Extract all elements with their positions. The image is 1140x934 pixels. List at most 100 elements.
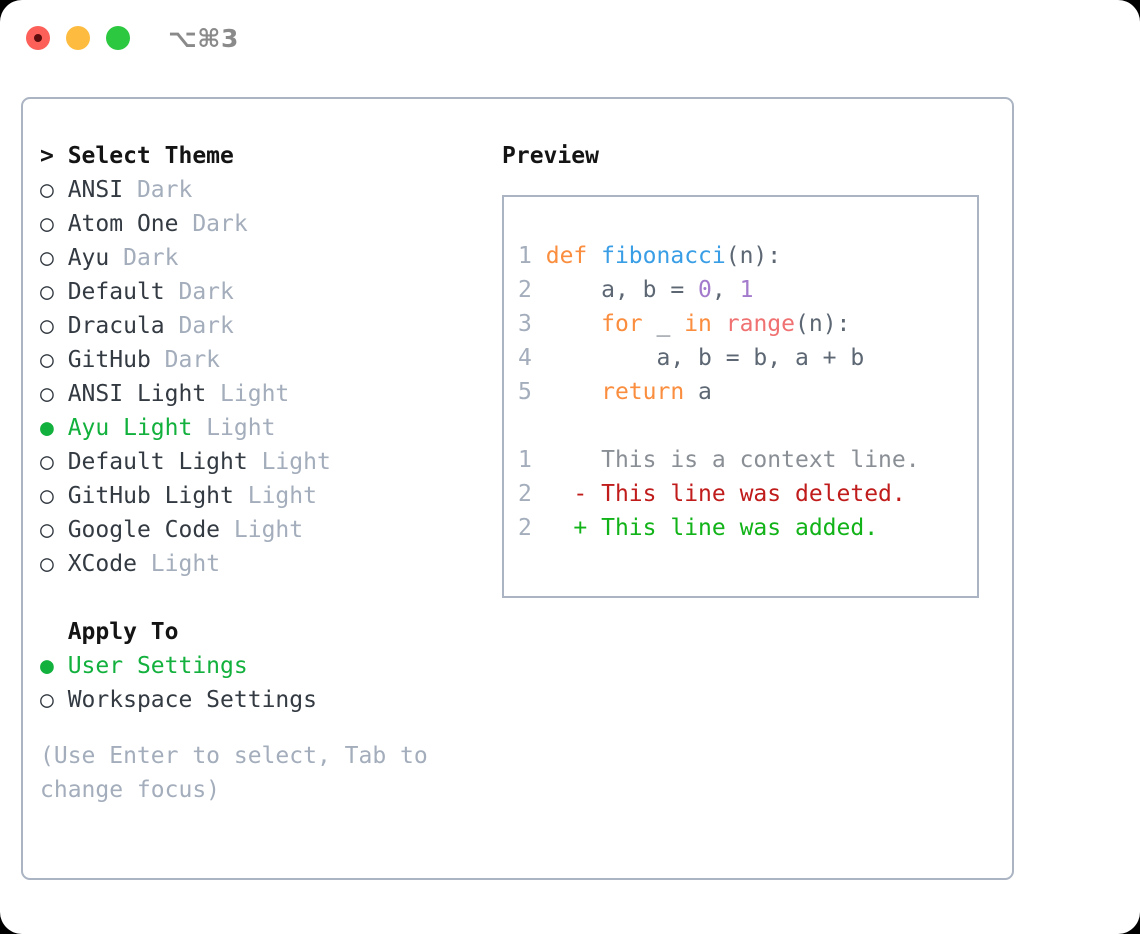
radio-unselected-icon: ○	[40, 517, 54, 543]
keyboard-shortcut-label: ⌥⌘3	[168, 24, 239, 53]
radio-unselected-icon: ○	[40, 381, 54, 407]
diff-marker-ctx	[532, 447, 601, 473]
code-token-plain: (n):	[795, 311, 851, 337]
diff-line-add: 2 + This line was added.	[518, 511, 977, 545]
diff-line-del: 2 - This line was deleted.	[518, 477, 977, 511]
code-token-plain	[546, 311, 601, 337]
diff-line-number: 2	[518, 515, 532, 541]
theme-option-label: GitHub Light	[53, 483, 234, 509]
diff-marker-add: +	[531, 515, 602, 541]
theme-option-default[interactable]: ○ Default Dark	[40, 275, 490, 309]
code-token-kw: for	[601, 311, 643, 337]
code-line: 1 def fibonacci(n):	[518, 239, 977, 273]
help-hint-text: (Use Enter to select, Tab to change focu…	[40, 739, 460, 807]
code-gutter-space	[532, 277, 546, 303]
theme-option-kind: Light	[136, 551, 221, 577]
theme-option-label: Ayu	[53, 245, 110, 271]
code-line: 2 a, b = 0, 1	[518, 273, 977, 307]
select-theme-header: > Select Theme	[40, 143, 234, 169]
code-token-fn: fibonacci	[601, 243, 726, 269]
radio-selected-icon: ●	[40, 415, 54, 441]
diff-sample: 1 This is a context line.2 - This line w…	[518, 443, 977, 545]
theme-option-label: Default Light	[53, 449, 248, 475]
code-gutter-space	[532, 379, 546, 405]
preview-title: Preview	[502, 143, 599, 169]
apply-option-workspace-settings[interactable]: ○ Workspace Settings	[40, 683, 490, 717]
theme-option-label: Google Code	[53, 517, 221, 543]
theme-option-google-code[interactable]: ○ Google Code Light	[40, 513, 490, 547]
code-line: 5 return a	[518, 375, 977, 409]
radio-selected-icon: ●	[40, 653, 54, 679]
theme-option-kind: Dark	[164, 279, 234, 305]
theme-option-kind: Light	[192, 415, 276, 441]
code-token-kw: def	[545, 243, 602, 269]
code-gutter-space	[532, 311, 546, 337]
apply-to-list[interactable]: ● User Settings○ Workspace Settings	[40, 649, 490, 717]
theme-option-label: GitHub	[53, 347, 151, 373]
theme-option-dracula[interactable]: ○ Dracula Dark	[40, 309, 490, 343]
radio-unselected-icon: ○	[40, 177, 54, 203]
theme-option-ansi-light[interactable]: ○ ANSI Light Light	[40, 377, 490, 411]
theme-option-ayu[interactable]: ○ Ayu Dark	[40, 241, 490, 275]
theme-option-kind: Dark	[109, 245, 179, 271]
code-token-plain	[712, 311, 726, 337]
code-token-num: 0	[698, 277, 712, 303]
code-line-number: 4	[518, 345, 532, 371]
section-spacer	[40, 581, 490, 615]
radio-unselected-icon: ○	[40, 279, 54, 305]
diff-line-ctx: 1 This is a context line.	[518, 443, 977, 477]
apply-option-label: User Settings	[53, 653, 248, 679]
code-line: 3 for _ in range(n):	[518, 307, 977, 341]
code-gutter-space	[532, 345, 546, 371]
radio-unselected-icon: ○	[40, 313, 54, 339]
zoom-button[interactable]	[106, 26, 130, 50]
theme-option-kind: Dark	[178, 211, 248, 237]
apply-option-label: Workspace Settings	[53, 687, 317, 713]
radio-unselected-icon: ○	[40, 449, 54, 475]
preview-spacer	[518, 409, 977, 443]
theme-list[interactable]: ○ ANSI Dark○ Atom One Dark○ Ayu Dark○ De…	[40, 173, 490, 581]
radio-unselected-icon: ○	[40, 483, 54, 509]
help-hint-line-1: (Use Enter to select, Tab to	[40, 743, 428, 769]
theme-option-label: Dracula	[53, 313, 165, 339]
theme-option-kind: Dark	[123, 177, 193, 203]
recording-indicator-icon	[34, 34, 42, 42]
theme-option-ansi[interactable]: ○ ANSI Dark	[40, 173, 490, 207]
theme-option-label: Atom One	[53, 211, 179, 237]
radio-unselected-icon: ○	[40, 551, 54, 577]
theme-option-kind: Dark	[164, 313, 234, 339]
radio-unselected-icon: ○	[40, 211, 54, 237]
code-token-kw: return	[601, 379, 685, 405]
code-line: 4 a, b = b, a + b	[518, 341, 977, 375]
theme-option-default-light[interactable]: ○ Default Light Light	[40, 445, 490, 479]
theme-option-label: ANSI Light	[53, 381, 207, 407]
code-token-plain: _	[642, 311, 685, 337]
theme-option-xcode[interactable]: ○ XCode Light	[40, 547, 490, 581]
theme-option-kind: Light	[247, 449, 331, 475]
title-bar: ⌥⌘3	[0, 0, 1140, 78]
theme-option-label: XCode	[53, 551, 137, 577]
code-gutter-space	[532, 243, 546, 269]
theme-option-kind: Light	[206, 381, 290, 407]
theme-option-github[interactable]: ○ GitHub Dark	[40, 343, 490, 377]
code-line-number: 5	[518, 379, 532, 405]
code-token-plain: a, b =	[545, 277, 699, 303]
diff-line-text: This is a context line.	[601, 447, 920, 473]
diff-line-text: This line was added.	[601, 515, 879, 541]
code-token-kw: in	[684, 311, 712, 337]
radio-unselected-icon: ○	[40, 687, 54, 713]
diff-marker-del: -	[531, 481, 602, 507]
theme-option-atom-one[interactable]: ○ Atom One Dark	[40, 207, 490, 241]
diff-line-number: 1	[518, 447, 532, 473]
apply-to-header: Apply To	[40, 619, 179, 645]
minimize-button[interactable]	[66, 26, 90, 50]
theme-option-ayu-light[interactable]: ● Ayu Light Light	[40, 411, 490, 445]
apply-option-user-settings[interactable]: ● User Settings	[40, 649, 490, 683]
code-token-plain: a	[684, 379, 712, 405]
code-token-num: 1	[739, 277, 754, 303]
theme-option-github-light[interactable]: ○ GitHub Light Light	[40, 479, 490, 513]
diff-line-number: 2	[518, 481, 532, 507]
